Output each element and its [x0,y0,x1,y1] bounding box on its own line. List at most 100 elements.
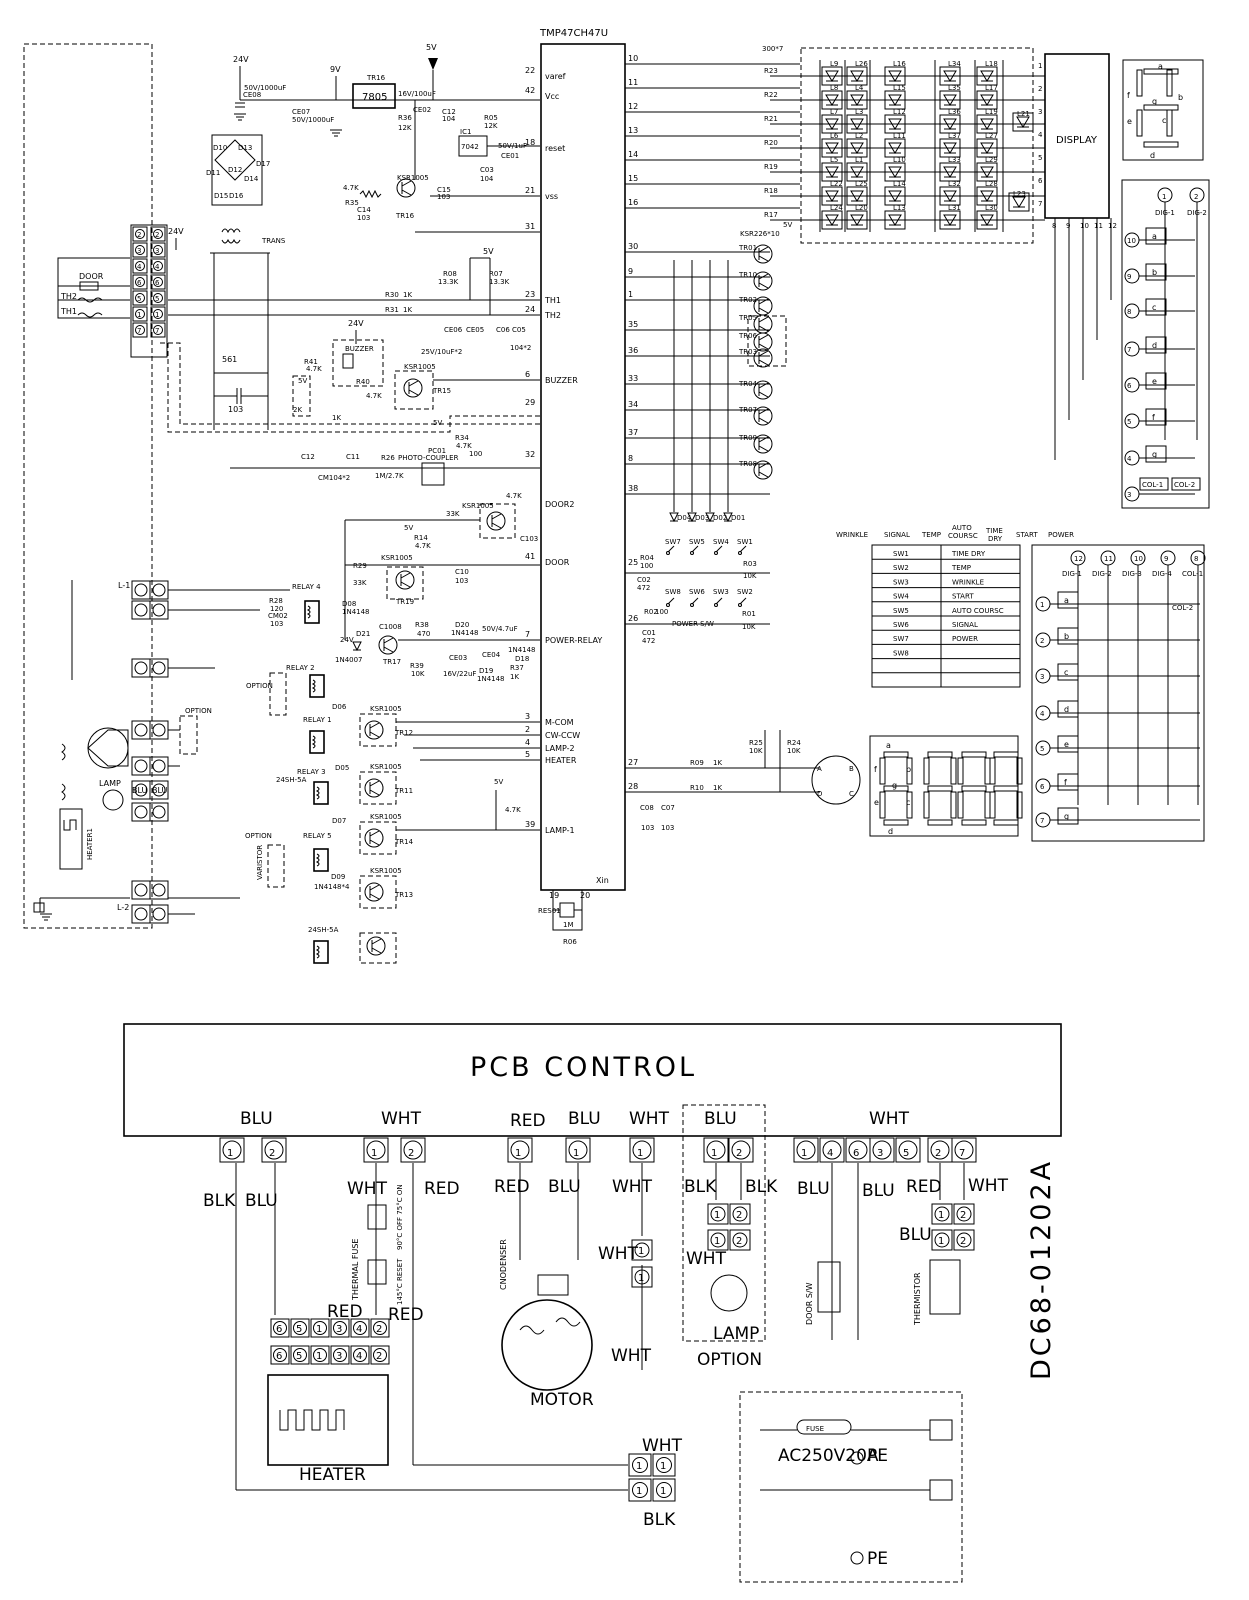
pin-label: 3 [336,1351,342,1362]
led: L7 [821,108,843,134]
ic-pin-number: 35 [628,320,638,329]
snubber: 561 103 [210,252,270,430]
digit-seg-label: b [906,765,911,774]
switch-function: TEMP [951,564,971,572]
conn-pin-left: 6 [132,274,148,290]
svg-text:WHT: WHT [598,1244,639,1264]
svg-text:C12: C12 [442,108,456,116]
pin-label: 1 [636,1486,642,1497]
heater-terminal: 3 [330,1318,350,1338]
pin-label: 7 [155,327,159,335]
led: L4 [846,84,868,110]
thermistor-terminal: 2 [953,1229,975,1251]
svg-text:KSR226*10: KSR226*10 [740,230,780,238]
switch: SW2 [737,588,753,607]
matrix-hdr: DIG-4 [1152,570,1172,578]
svg-text:4.7K: 4.7K [456,442,472,450]
pin-label: 7 [137,327,141,335]
svg-text:POWER: POWER [1048,531,1074,539]
svg-text:WHT: WHT [629,1109,670,1129]
matrix-row: 6 [1040,783,1045,791]
resistor-label: R17 [764,211,778,219]
led: L14 [884,180,906,206]
conn-pin-left: 2 [132,226,148,242]
svg-text:90°C OFF 75°C ON: 90°C OFF 75°C ON [396,1184,404,1250]
svg-text:D07: D07 [332,817,346,825]
pin-label: 2 [137,231,141,239]
pcb-terminal: 3 [869,1137,895,1163]
thermistor-terminal: 2 [953,1203,975,1225]
svg-text:RELAY 4: RELAY 4 [292,583,321,591]
matrix-row: 3 [1040,673,1044,681]
led-label: L30 [985,204,998,212]
led: L37 [939,132,961,158]
svg-text:OPTION: OPTION [697,1350,762,1370]
led: L11 [884,132,906,158]
svg-text:R01: R01 [742,610,756,618]
led-label: L27 [985,132,998,140]
resistor-label: R22 [764,91,778,99]
svg-text:C03: C03 [480,166,494,174]
svg-text:WHT: WHT [968,1176,1009,1196]
digit-seg-label: a [886,741,891,750]
ic-pin-number: 13 [628,126,638,135]
svg-text:RELAY 2: RELAY 2 [286,664,315,672]
led-label: L7 [830,108,838,116]
svg-text:TH1: TH1 [60,307,77,316]
segment-label: d [1150,151,1155,160]
pin-label: 5 [296,1324,302,1335]
switch-id: SW1 [893,550,909,558]
ic-pin-name: Vcc [545,92,559,101]
matrix-seg: c [1152,303,1156,312]
svg-text:BLK: BLK [643,1510,676,1530]
svg-text:24V: 24V [168,227,184,236]
matrix-row: 7 [1040,817,1044,825]
switch-label: SW3 [713,588,729,596]
svg-text:1N4007: 1N4007 [335,656,363,664]
power-supply: 24V 50V/1000uF CE08 9V CE07 50V/1000uF 7… [206,43,540,245]
mains-terminal: 1 [628,1453,652,1477]
led: L35 [939,84,961,110]
switch: SW3 [713,588,729,607]
led-label: L14 [893,180,906,188]
led: L1 [846,156,868,182]
svg-text:4.7K: 4.7K [306,365,322,373]
switch-label: SW4 [713,538,729,546]
led: L10 [884,156,906,182]
ic-pin-number: 12 [628,102,638,111]
svg-text:10K: 10K [411,670,425,678]
svg-text:TR19: TR19 [395,598,414,606]
ic-pin-name: BUZZER [545,376,578,385]
ic-left-pins: 22varef42Vcc18reset21vss3123TH124TH26BUZ… [525,66,602,835]
ic-pin-number: 15 [628,174,638,183]
svg-text:R36: R36 [398,114,412,122]
svg-text:OPTION: OPTION [245,832,272,840]
led-label: L18 [985,60,998,68]
svg-text:5V: 5V [404,524,413,532]
svg-text:1K: 1K [713,759,722,767]
array-transistor: TR01 [738,244,773,264]
switch: SW5 [689,538,705,555]
svg-text:103: 103 [228,405,243,414]
svg-text:AC250V20A: AC250V20A [778,1446,879,1466]
pin-label: 4 [356,1324,362,1335]
svg-text:470: 470 [417,630,430,638]
svg-text:RES01: RES01 [538,907,561,915]
svg-text:R39: R39 [410,662,424,670]
relay-section: L-1 L-2 R28 120 CM02 103 RELAY 4 D08 1N4… [33,580,540,964]
pin-label: 1 [637,1148,643,1159]
conn-pin-left: 5 [132,290,148,306]
matrix-col: 11 [1104,555,1113,563]
led: L6 [821,132,843,158]
svg-text:D09: D09 [331,873,345,881]
svg-text:TRANS: TRANS [261,237,286,245]
svg-text:C14: C14 [357,206,371,214]
svg-text:20: 20 [580,891,590,900]
svg-text:5V: 5V [426,43,437,52]
svg-text:2K: 2K [293,406,302,414]
pcb-terminal: 1 [629,1137,655,1163]
svg-text:CM104*2: CM104*2 [318,474,350,482]
led: L33 [939,156,961,182]
matrix-hdr: DIG-1 [1062,570,1082,578]
